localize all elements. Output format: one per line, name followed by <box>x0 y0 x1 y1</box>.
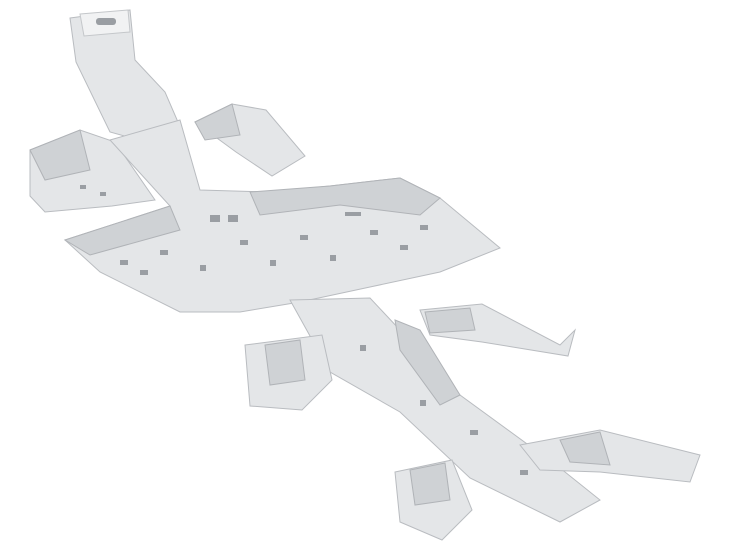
central-skid-plate <box>63 119 501 313</box>
right-a-arm-guard <box>194 103 306 177</box>
rear-lower-left-guard <box>394 459 473 541</box>
rear-left-arm-guard <box>244 334 333 411</box>
rear-right-arm-guard <box>419 303 576 357</box>
left-a-arm-guard <box>29 129 156 213</box>
rear-lower-right-guard <box>519 429 701 483</box>
front-upper-guard <box>69 9 179 138</box>
center-spine-plate <box>289 297 601 523</box>
plate-holes <box>120 212 428 275</box>
